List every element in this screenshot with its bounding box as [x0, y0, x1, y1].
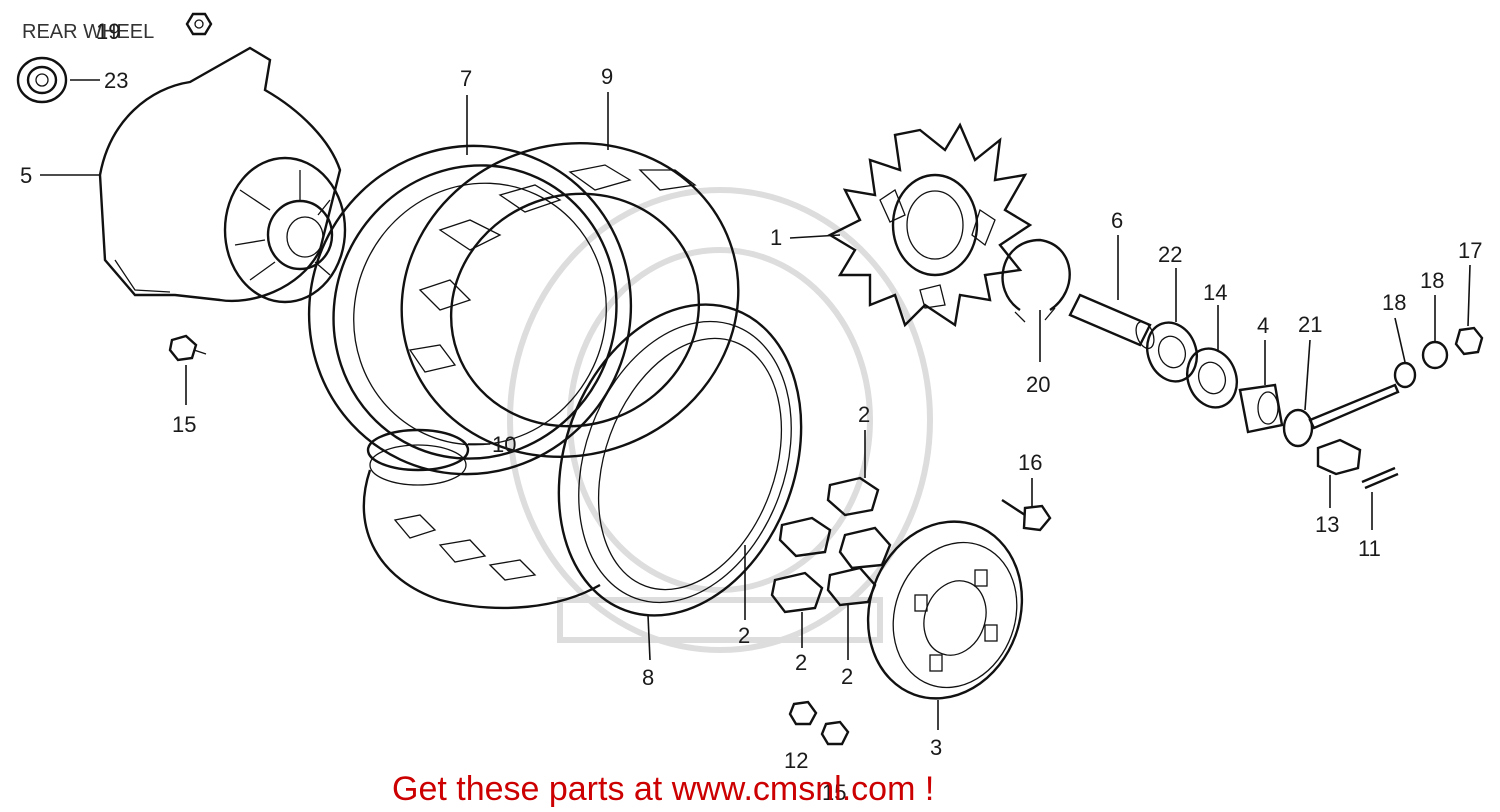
bearing-23 [16, 56, 68, 104]
callout-7: 7 [460, 66, 472, 91]
callout-18-top: 18 [1420, 268, 1444, 293]
bolt-13 [168, 334, 207, 362]
callout-23: 23 [104, 68, 128, 93]
callout-8: 8 [642, 665, 654, 690]
callout-2-mid: 2 [795, 650, 807, 675]
callout-4: 4 [1257, 313, 1269, 338]
tube-8 [557, 303, 803, 617]
callout-18-bottom: 12 [784, 748, 808, 773]
collar-4 [1238, 383, 1284, 434]
washer-17 [1393, 361, 1417, 389]
callout-1: 1 [770, 225, 782, 250]
callout-2-right: 2 [841, 664, 853, 689]
nut-15 [1454, 326, 1484, 356]
callout-3: 3 [930, 735, 942, 760]
callout-2-top: 2 [858, 402, 870, 427]
callout-16: 19 [96, 19, 120, 44]
callout-15-bottom: 15 [822, 780, 846, 805]
callout-6: 6 [1111, 208, 1123, 233]
callout-5: 5 [20, 163, 32, 188]
callout-19: 11 [1358, 536, 1381, 561]
nut-16 [185, 12, 213, 36]
leader-lines [40, 79, 1471, 730]
cotter-pin-19 [1361, 466, 1399, 490]
callout-20: 20 [1026, 372, 1050, 397]
promo-banner[interactable]: Get these parts at www.cmsnl.com ! [392, 770, 934, 808]
callout-14: 16 [1018, 450, 1042, 475]
adjuster-21 [1282, 383, 1400, 448]
callout-22: 22 [1158, 242, 1182, 267]
callout-12: 14 [1203, 280, 1227, 305]
callout-labels: 19 23 5 15 7 9 1 10 8 6 22 14 4 21 18 18… [20, 19, 1482, 805]
nut-18-lower [788, 700, 818, 726]
callout-15-top: 17 [1458, 238, 1482, 263]
callout-10: 10 [492, 432, 516, 457]
callout-2-left: 2 [738, 623, 750, 648]
callout-9: 9 [601, 64, 613, 89]
watermark-logo [507, 187, 933, 653]
brake-drum-3 [866, 520, 1024, 700]
circlip-20 [1001, 238, 1071, 323]
washer-18 [1421, 340, 1449, 370]
callout-17: 18 [1382, 290, 1406, 315]
callout-21: 21 [1298, 312, 1322, 337]
rim-7 [307, 144, 633, 476]
bolt-14 [1001, 498, 1052, 532]
axle-nut-11 [1316, 438, 1362, 476]
bearing-22 [1146, 321, 1198, 383]
callout-11: 13 [1315, 512, 1339, 537]
rim-band-10 [366, 428, 470, 486]
callout-13: 15 [172, 412, 196, 437]
tire-lower [362, 469, 601, 610]
sprocket-1 [827, 122, 1033, 328]
page-title: REAR WHEEL [22, 21, 154, 43]
tire-9 [400, 141, 740, 459]
nut-15-lower [820, 720, 850, 746]
hub-5 [98, 46, 347, 304]
bearing-12 [1186, 347, 1238, 409]
spacer-6 [1068, 293, 1155, 350]
dampers-2 [770, 476, 892, 614]
